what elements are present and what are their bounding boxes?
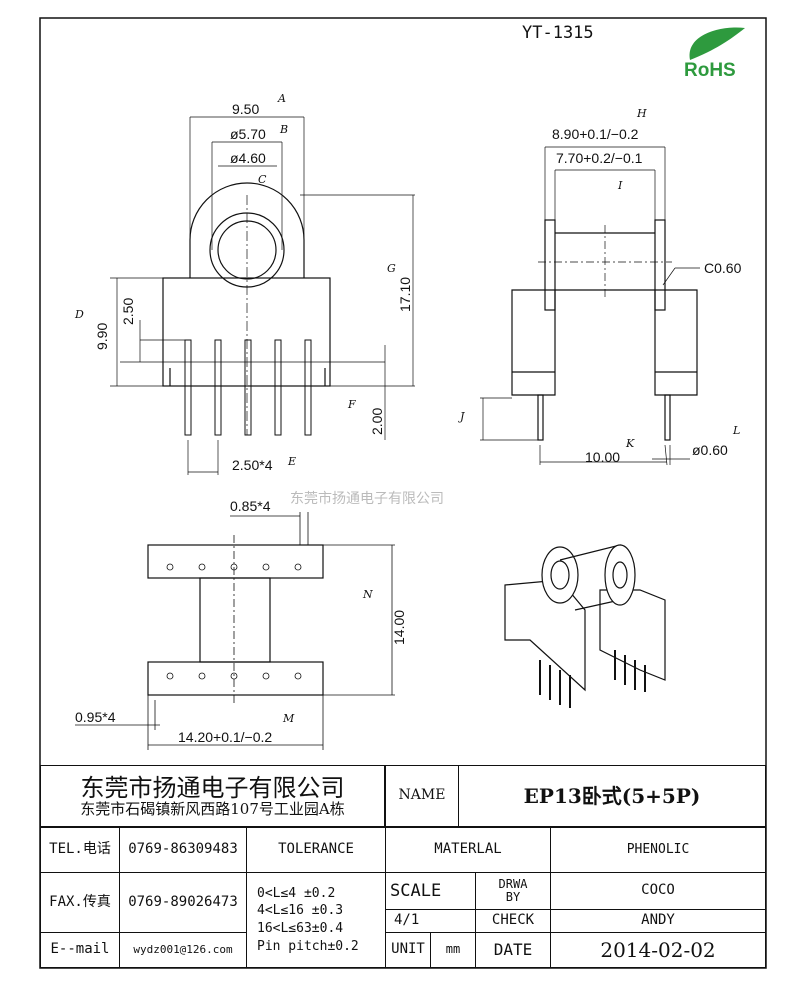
- rohs-logo: RoHS: [684, 27, 745, 81]
- tel-label: TEL.电话: [40, 827, 120, 873]
- svg-text:8.90+0.1/−0.2: 8.90+0.1/−0.2: [552, 126, 639, 142]
- company-address: 东莞市石碣镇新风西路107号工业园A栋: [80, 799, 345, 818]
- check-label: CHECK: [475, 909, 551, 933]
- tolerance-row: 4<L≤16 ±0.3: [257, 903, 344, 919]
- tolerance-row: 0<L≤4 ±0.2: [257, 885, 336, 901]
- svg-text:C: C: [258, 173, 267, 186]
- watermark: 东莞市扬通电子有限公司: [290, 490, 444, 507]
- name-label: NAME: [385, 765, 459, 827]
- svg-text:14.00: 14.00: [391, 610, 407, 645]
- front-view: 9.50 A ø5.70 B ø4.60C 2.50*4 E D F G 9.90 2.5…: [74, 92, 415, 475]
- tolerance-row: Pin pitch±0.2: [257, 938, 359, 954]
- name-value: EP13卧式(5+5P): [458, 765, 766, 827]
- tolerance-row: 16<L≤63±0.4: [257, 921, 344, 936]
- svg-text:A: A: [277, 92, 286, 105]
- svg-text:ø0.60: ø0.60: [692, 442, 728, 458]
- date-label: DATE: [475, 932, 551, 968]
- tolerance-values: 0<L≤4 ±0.2 4<L≤16 ±0.3 16<L≤63±0.4 Pin p…: [246, 872, 386, 968]
- email-value: wydz001@126.com: [119, 932, 247, 968]
- scale-label: SCALE: [385, 872, 476, 910]
- svg-text:10: 10: [176, 684, 188, 694]
- drawn-value: COCO: [550, 872, 766, 910]
- svg-text:F: F: [347, 398, 356, 411]
- scale-value: 4/1: [385, 909, 476, 933]
- company-cell: 东莞市扬通电子有限公司 东莞市石碣镇新风西路107号工业园A栋: [40, 765, 385, 827]
- date-value: 2014-02-02: [550, 932, 766, 968]
- svg-text:17.10: 17.10: [397, 277, 413, 312]
- svg-text:H: H: [636, 107, 647, 120]
- check-value: ANDY: [550, 909, 766, 933]
- svg-text:ø5.70: ø5.70: [230, 126, 266, 142]
- svg-text:0.95*4: 0.95*4: [75, 709, 116, 725]
- svg-text:5: 5: [286, 552, 292, 562]
- svg-text:2.50*4: 2.50*4: [232, 457, 273, 473]
- svg-text:D: D: [74, 308, 84, 321]
- svg-text:2.00: 2.00: [369, 408, 385, 435]
- svg-text:G: G: [387, 262, 396, 275]
- tolerance-label: TOLERANCE: [246, 827, 386, 873]
- svg-text:RoHS: RoHS: [684, 60, 736, 81]
- side-view: 8.90+0.1/−0.2 H 7.70+0.2/−0.1I C0.60 J 10…: [458, 107, 742, 466]
- svg-text:M: M: [282, 712, 295, 725]
- material-label: MATERLAL: [385, 827, 551, 873]
- svg-text:9.50: 9.50: [232, 101, 259, 117]
- unit-value: mm: [430, 932, 476, 968]
- svg-text:J: J: [458, 410, 465, 423]
- email-label: E--mail: [40, 932, 120, 968]
- svg-text:1: 1: [176, 552, 182, 562]
- svg-text:9.90: 9.90: [94, 323, 110, 350]
- svg-text:C0.60: C0.60: [704, 260, 742, 276]
- svg-text:14.20+0.1/−0.2: 14.20+0.1/−0.2: [178, 729, 272, 745]
- part-number: YT-1315: [522, 23, 594, 43]
- svg-text:7.70+0.2/−0.1: 7.70+0.2/−0.1: [556, 150, 643, 166]
- svg-text:I: I: [617, 179, 623, 192]
- company-name: 东莞市扬通电子有限公司: [80, 773, 345, 802]
- svg-text:6: 6: [286, 684, 292, 694]
- svg-text:E: E: [287, 455, 296, 468]
- svg-text:N: N: [362, 588, 373, 601]
- bottom-view: 1 5 10 6 0.85*4 14.00 N 14.20+0.1/−0.2 M 0.9…: [75, 498, 407, 750]
- fax-value: 0769-89026473: [119, 872, 247, 933]
- tel-value: 0769-86309483: [119, 827, 247, 873]
- svg-text:B: B: [279, 123, 288, 136]
- unit-label: UNIT: [385, 932, 431, 968]
- fax-label: FAX.传真: [40, 872, 120, 933]
- svg-text:L: L: [732, 424, 740, 437]
- svg-text:2.50: 2.50: [120, 298, 136, 325]
- isometric-view: [504, 544, 666, 708]
- svg-text:10.00: 10.00: [585, 449, 620, 465]
- sheet-border: [39, 17, 767, 969]
- material-value: PHENOLIC: [550, 827, 766, 873]
- svg-text:K: K: [625, 437, 635, 450]
- drawn-label: DRWA BY: [475, 872, 551, 910]
- svg-text:0.85*4: 0.85*4: [230, 498, 271, 514]
- svg-text:ø4.60: ø4.60: [230, 150, 266, 166]
